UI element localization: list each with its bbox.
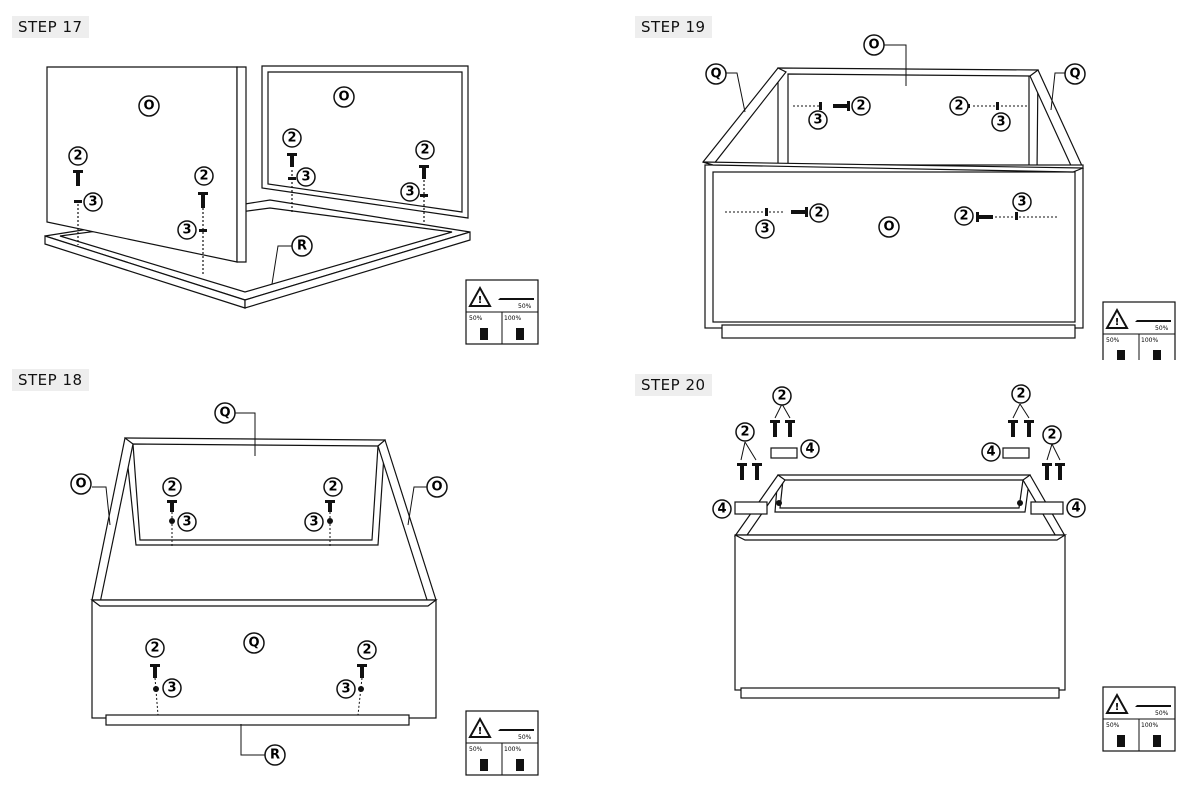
cam-3-label: 3 xyxy=(309,515,318,530)
part-o-label: O xyxy=(75,477,86,492)
screw-2-label: 2 xyxy=(1047,428,1056,443)
svg-text:50%: 50% xyxy=(469,746,483,753)
screw-2-label: 2 xyxy=(1016,387,1025,402)
bracket-4-label: 4 xyxy=(805,442,814,457)
cam-3-label: 3 xyxy=(167,681,176,696)
bracket-4-label: 4 xyxy=(717,502,726,517)
screw-2-label: 2 xyxy=(740,425,749,440)
cam-3-label: 3 xyxy=(996,115,1005,130)
warning-tighten-icon: ! 50% 50% 100% xyxy=(465,710,539,776)
svg-text:100%: 100% xyxy=(1141,722,1158,729)
screw-2-label: 2 xyxy=(328,480,337,495)
screw-2-label: 2 xyxy=(959,209,968,224)
screw-2-label: 2 xyxy=(167,480,176,495)
svg-text:!: ! xyxy=(1115,317,1120,328)
bracket-4-label: 4 xyxy=(1071,501,1080,516)
step-19-label: STEP 19 xyxy=(635,16,712,38)
screw-2-label: 2 xyxy=(287,131,296,146)
svg-text:100%: 100% xyxy=(1141,337,1158,344)
svg-text:50%: 50% xyxy=(1106,337,1120,344)
screw-2-label: 2 xyxy=(150,641,159,656)
step-17-diagram: O O 2 3 2 3 2 3 2 3 R ! 50% 50% 100% xyxy=(44,65,539,345)
cam-3-label: 3 xyxy=(301,170,310,185)
screw-2-label: 2 xyxy=(199,169,208,184)
part-o-label: O xyxy=(143,99,154,114)
svg-text:50%: 50% xyxy=(1155,325,1169,332)
part-o-label: O xyxy=(431,480,442,495)
cam-3-label: 3 xyxy=(182,223,191,238)
svg-text:50%: 50% xyxy=(518,303,532,310)
svg-text:!: ! xyxy=(478,726,483,737)
screw-2-label: 2 xyxy=(856,99,865,114)
step-18-diagram: Q O O 2 3 2 3 2 3 2 3 Q R ! 50% 50% 100% xyxy=(70,402,539,776)
part-q-label: Q xyxy=(248,636,259,651)
step-17-label: STEP 17 xyxy=(12,16,89,38)
screw-2-label: 2 xyxy=(73,149,82,164)
cam-3-label: 3 xyxy=(88,195,97,210)
cam-3-label: 3 xyxy=(182,515,191,530)
bracket-4-label: 4 xyxy=(986,445,995,460)
part-q-label: Q xyxy=(710,67,721,82)
warning-tighten-icon: ! 50% 50% 100% xyxy=(465,279,539,345)
screw-2-label: 2 xyxy=(420,143,429,158)
part-q-label: Q xyxy=(1069,67,1080,82)
part-r-label: R xyxy=(270,748,280,763)
svg-text:50%: 50% xyxy=(1106,722,1120,729)
svg-text:!: ! xyxy=(478,295,483,306)
part-o-label: O xyxy=(868,38,879,53)
svg-text:50%: 50% xyxy=(1155,710,1169,717)
part-o-label: O xyxy=(338,90,349,105)
svg-text:50%: 50% xyxy=(518,734,532,741)
step-20-diagram: 2 2 2 2 4 4 4 4 ! 50% 50% 100% xyxy=(712,384,1176,752)
part-q-label: Q xyxy=(219,406,230,421)
svg-text:50%: 50% xyxy=(469,315,483,322)
step-18-label: STEP 18 xyxy=(12,369,89,391)
cam-3-label: 3 xyxy=(1017,195,1026,210)
screw-2-label: 2 xyxy=(954,99,963,114)
part-r-label: R xyxy=(297,239,307,254)
screw-2-label: 2 xyxy=(362,643,371,658)
screw-2-label: 2 xyxy=(814,206,823,221)
part-o-label: O xyxy=(883,220,894,235)
svg-text:!: ! xyxy=(1115,702,1120,713)
cam-3-label: 3 xyxy=(760,222,769,237)
step-19-diagram: O Q Q 2 3 2 3 2 3 2 3 O ! 50% 50% 100% xyxy=(701,34,1176,360)
svg-text:100%: 100% xyxy=(504,746,521,753)
cam-3-label: 3 xyxy=(341,682,350,697)
screw-2-label: 2 xyxy=(777,389,786,404)
warning-tighten-icon: ! 50% 50% 100% xyxy=(1102,686,1176,752)
warning-tighten-icon: ! 50% 50% 100% xyxy=(1102,301,1176,360)
step-20-label: STEP 20 xyxy=(635,374,712,396)
cam-3-label: 3 xyxy=(405,185,414,200)
cam-3-label: 3 xyxy=(813,113,822,128)
svg-text:100%: 100% xyxy=(504,315,521,322)
